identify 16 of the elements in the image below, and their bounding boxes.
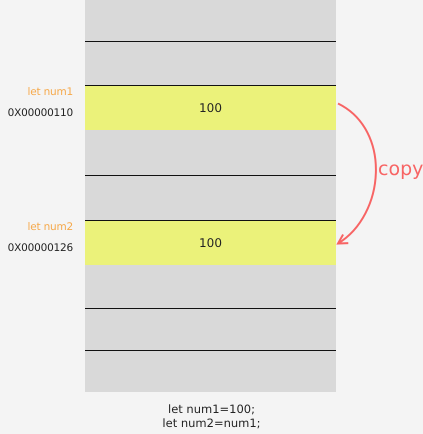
code-line: let num2=num1; <box>162 416 261 430</box>
empty-memory-cell <box>85 265 336 308</box>
memory-address: 0X00000126 <box>8 242 73 254</box>
variable-name: let num1 <box>28 86 73 98</box>
empty-memory-cell <box>85 130 336 175</box>
memory-cell: 100 <box>85 220 336 265</box>
curved-arrow <box>337 102 377 244</box>
code-line: let num1=100; <box>168 402 255 416</box>
empty-memory-cell <box>85 308 336 350</box>
variable-name: let num2 <box>28 221 73 233</box>
memory-address: 0X00000110 <box>8 107 73 119</box>
memory-cell: 100 <box>85 85 336 130</box>
empty-memory-cell <box>85 41 336 85</box>
empty-memory-cell <box>85 0 336 41</box>
empty-memory-cell <box>85 350 336 392</box>
empty-memory-cell <box>85 175 336 220</box>
